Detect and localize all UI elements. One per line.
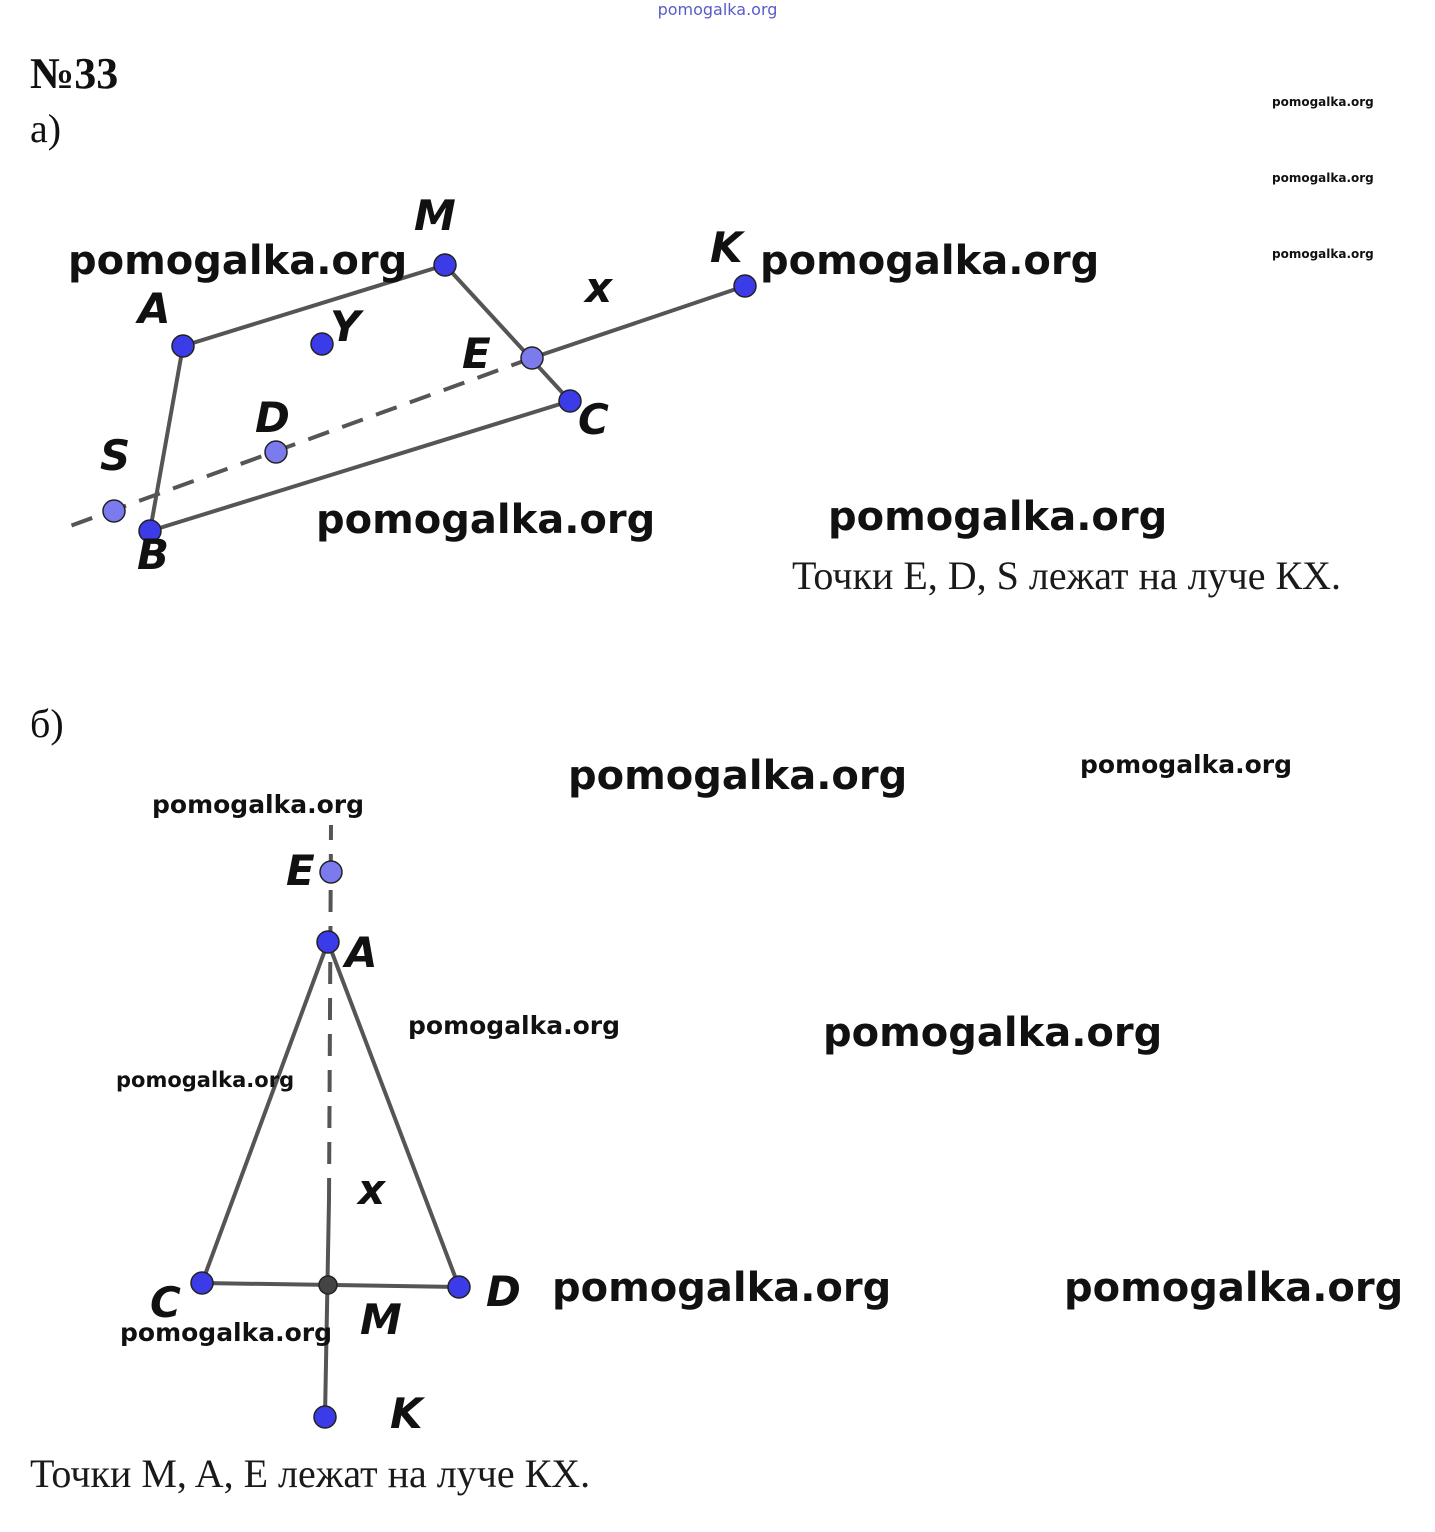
label-k: K [390, 1389, 426, 1438]
label-e: E [462, 329, 491, 378]
label-m: M [360, 1295, 402, 1344]
part-a-label: а) [30, 106, 62, 151]
point-c [558, 389, 582, 413]
label-e: E [286, 846, 315, 895]
point-m [433, 253, 457, 277]
ray-kx-solid [323, 1199, 331, 1418]
ray-kx-dashed [327, 824, 333, 1201]
point-d [447, 1275, 471, 1299]
part-b-diagram: E A x C D M K [150, 824, 521, 1438]
part-a-answer: Точки E, D, S лежат на луче КХ. [792, 553, 1342, 598]
watermark: pomogalka.org [1272, 247, 1374, 261]
watermark: pomogalka.org [828, 494, 1168, 540]
point-k [313, 1405, 337, 1429]
point-k [733, 274, 757, 298]
watermark: pomogalka.org [1272, 171, 1374, 185]
point-s [102, 499, 126, 523]
watermark: pomogalka.org [152, 790, 365, 819]
label-k: K [710, 223, 746, 272]
point-y [310, 332, 334, 356]
segment-ad [326, 941, 461, 1288]
watermark: pomogalka.org [1272, 95, 1374, 109]
label-x: x [356, 1165, 387, 1214]
watermark: pomogalka.org [552, 1265, 892, 1311]
ray-kx-dashed [69, 356, 533, 528]
ray-ke [531, 284, 746, 360]
watermark: pomogalka.org [116, 1068, 295, 1092]
watermark: pomogalka.org [823, 1010, 1163, 1056]
watermark: pomogalka.org [68, 238, 408, 284]
label-b: B [137, 530, 169, 579]
watermark: pomogalka.org [760, 238, 1100, 284]
label-x: x [583, 263, 614, 312]
label-m: M [414, 191, 456, 240]
watermark: pomogalka.org [1064, 1265, 1404, 1311]
point-b [138, 519, 162, 543]
point-m [318, 1275, 338, 1295]
part-b-label: б) [30, 701, 64, 746]
label-d: D [255, 393, 290, 442]
point-e [319, 860, 343, 884]
watermark: pomogalka.org [568, 753, 908, 799]
point-c [190, 1271, 214, 1295]
label-s: S [100, 431, 130, 480]
point-d [264, 440, 288, 464]
part-a-diagram: M K A x Y E D C S B [69, 191, 757, 579]
label-c: C [150, 1278, 181, 1327]
watermark: pomogalka.org [408, 1011, 621, 1040]
label-c: C [578, 395, 609, 444]
label-a: A [342, 928, 378, 977]
segment-mc [443, 263, 572, 403]
point-e [520, 346, 544, 370]
watermark: pomogalka.org [1080, 750, 1293, 779]
segment-ac [200, 941, 330, 1284]
label-d: D [486, 1267, 521, 1316]
top-watermark: pomogalka.org [657, 0, 778, 19]
watermark: pomogalka.org [120, 1318, 333, 1347]
segment-cb [149, 399, 571, 533]
label-y: Y [330, 302, 364, 351]
segment-am [182, 263, 446, 348]
part-b-answer: Точки M, A, E лежат на луче КХ. [30, 1451, 591, 1496]
label-a: A [135, 284, 171, 333]
task-title: №33 [30, 49, 119, 98]
point-a [316, 930, 340, 954]
watermark: pomogalka.org [316, 497, 656, 543]
point-a [171, 334, 195, 358]
segment-ba [148, 345, 185, 532]
